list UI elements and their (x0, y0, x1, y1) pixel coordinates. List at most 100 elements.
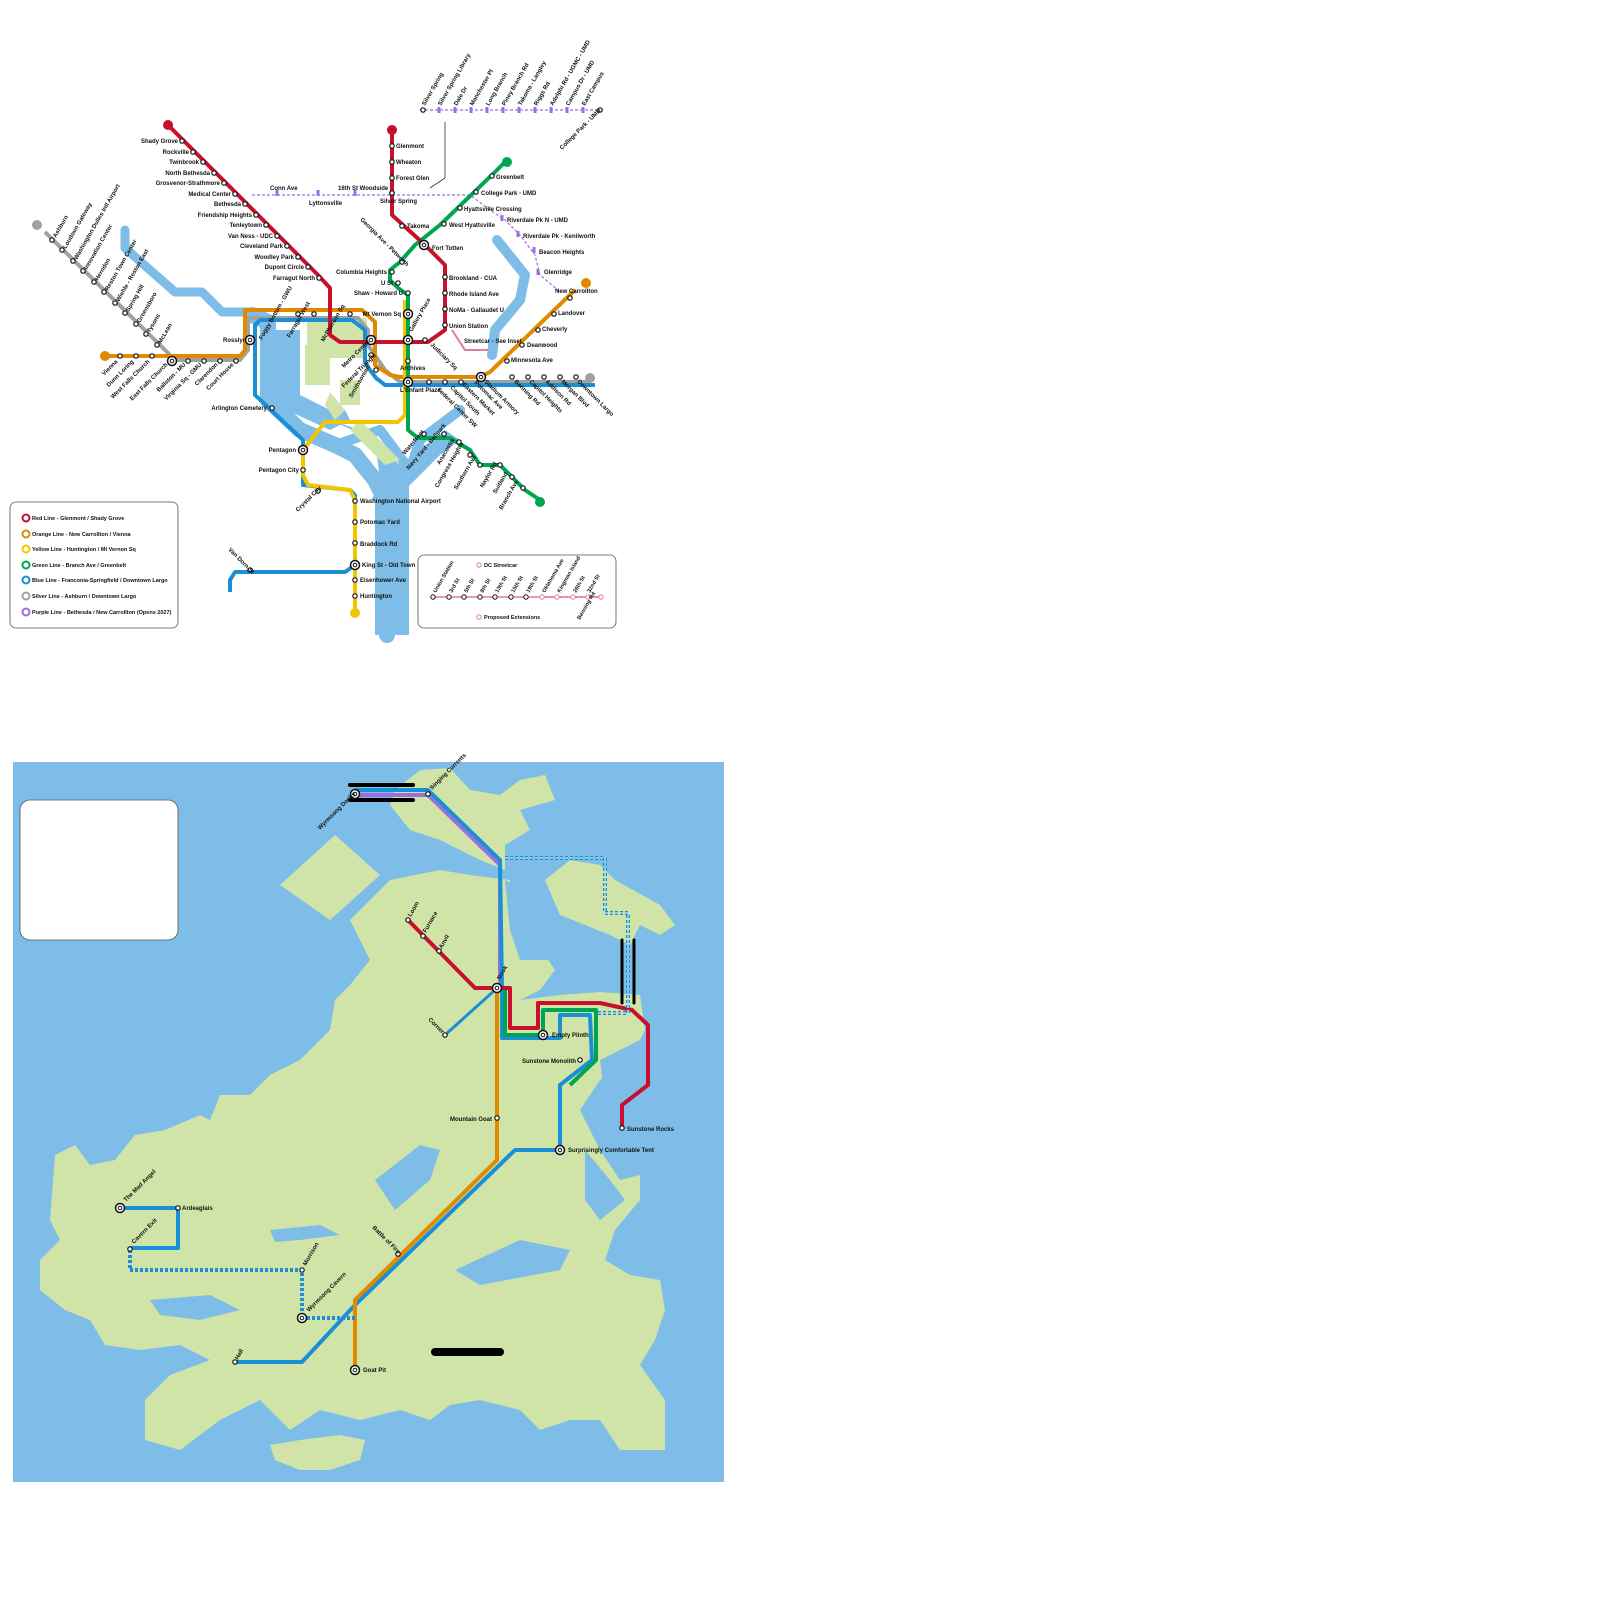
station-label: McLean (158, 322, 175, 345)
station-marker (101, 289, 107, 295)
station-marker (352, 540, 358, 546)
station-marker (426, 379, 432, 385)
station-label: Lyttonsville (309, 201, 343, 207)
station-marker (112, 300, 118, 306)
station-marker (525, 374, 531, 380)
station-marker (201, 358, 207, 364)
station-label: Minnesota Ave (511, 358, 554, 364)
streetcar-station-marker (492, 594, 498, 600)
station-marker (442, 322, 448, 328)
station-label: North Bethesda (165, 171, 210, 177)
islet-north (280, 835, 380, 920)
station-marker (442, 274, 448, 280)
station-marker (133, 321, 139, 327)
station-marker (489, 173, 495, 179)
station-marker (59, 247, 65, 253)
station-marker (80, 268, 86, 274)
streetcar-stations (430, 594, 604, 600)
station-marker (405, 290, 411, 296)
transfer-station-inner (405, 311, 411, 317)
purple-station-marker (517, 107, 521, 113)
station-label: Goat Pit (363, 1368, 386, 1374)
transfer-station-inner (405, 379, 411, 385)
legend-label: Purple Line - Bethesda / New Carrollton … (32, 610, 172, 616)
station-label: Friendship Heights (198, 213, 253, 219)
station-label: Mt Vernon Sq (363, 312, 402, 318)
station-marker (442, 379, 448, 385)
station-marker (509, 474, 515, 480)
station-label: Wheaton (396, 160, 422, 166)
station-marker (399, 259, 405, 265)
purple-station-marker (500, 215, 504, 221)
station-label: Woodley Park (254, 255, 294, 261)
station-marker (368, 352, 374, 358)
transfer-station-inner (352, 562, 358, 568)
dc-legend: Red Line - Glenmont / Shady Grove Orange… (9, 501, 179, 629)
station-label: Landover (558, 311, 586, 317)
red-line-labels: Shady Grove Rockville Twinbrook North Be… (141, 139, 315, 282)
legend-row-green: Green Line - Branch Ave / Greenbelt (21, 560, 126, 570)
station-marker (299, 1267, 305, 1273)
red-line-fantasy (406, 918, 650, 1128)
legend-label: Silver Line - Ashburn / Downtown Largo (32, 594, 137, 600)
station-label: Union Station (449, 324, 488, 330)
station-label: Ardeaglais (182, 1206, 213, 1212)
blue-line (228, 318, 595, 592)
transfer-station-inner (352, 791, 358, 797)
station-marker (211, 170, 217, 176)
silver-west-labels: Ashburn Loudoun Gateway Washington Dulle… (53, 184, 175, 345)
inland-waters (150, 880, 645, 1320)
station-label: Medical Center (188, 192, 231, 198)
transfer-station-inner (169, 358, 175, 364)
station-label: Fort Totten (432, 246, 464, 252)
fantasy-station-markers (114, 788, 625, 1376)
station-label: Pentagon City (259, 468, 300, 474)
purple-station-marker (533, 107, 537, 113)
streetcar-station-marker (585, 594, 591, 600)
streetcar-station-marker (554, 594, 560, 600)
station-marker (425, 791, 431, 797)
station-marker (597, 107, 603, 113)
station-marker (473, 189, 479, 195)
purple-station-marker (516, 231, 520, 237)
blue-west-loop (120, 1206, 180, 1250)
transfer-station-inner (300, 447, 306, 453)
station-label: Surprisingly Comfortable Tent (568, 1148, 654, 1154)
station-marker (557, 374, 563, 380)
station-marker (352, 577, 358, 583)
legend-row-purple: Purple Line - Bethesda / New Carrollton … (21, 607, 172, 617)
legend-row-blue: Blue Line - Franconia-Springfield / Down… (21, 575, 168, 585)
station-marker (300, 467, 306, 473)
purple-station-marker (532, 247, 536, 253)
orange-west-labels: Vienna Dunn Loring West Falls Church Eas… (101, 359, 236, 403)
station-label: Loudoun Gateway (63, 201, 95, 250)
purple-callout-leader-2 (429, 177, 446, 189)
station-label: New Carrollton (555, 289, 598, 295)
streetcar-station-marker (446, 594, 452, 600)
station-marker (247, 567, 253, 573)
station-label: Bethesda (214, 202, 242, 208)
east-isle (545, 860, 675, 945)
station-label: Conn Ave (270, 186, 298, 192)
station-marker (441, 431, 447, 437)
station-label: L'Enfant Plaza (400, 388, 441, 394)
legend-rows: Red Line - Glenmont / Shady Grove Orange… (21, 513, 172, 617)
station-label: Rhode Island Ave (449, 292, 500, 298)
station-label: Washington National Airport (360, 499, 441, 505)
legend-label: Green Line - Branch Ave / Greenbelt (32, 563, 126, 569)
station-marker (122, 310, 128, 316)
station-label: Riverdale Pk N - UMD (507, 218, 569, 224)
purple-station-marker (275, 190, 279, 196)
station-marker (269, 405, 275, 411)
station-marker (420, 107, 426, 113)
station-label: Beacon Heights (539, 250, 585, 256)
station-marker (315, 488, 321, 494)
station-marker (311, 311, 317, 317)
blue-line-fantasy-north (235, 788, 594, 1364)
streetcar-station-marker (598, 594, 604, 600)
station-marker (284, 243, 290, 249)
station-label: Takoma (407, 224, 430, 230)
station-label: Tenleytown (229, 223, 262, 229)
station-label: Dale Dr (454, 85, 470, 107)
station-marker (389, 269, 395, 275)
